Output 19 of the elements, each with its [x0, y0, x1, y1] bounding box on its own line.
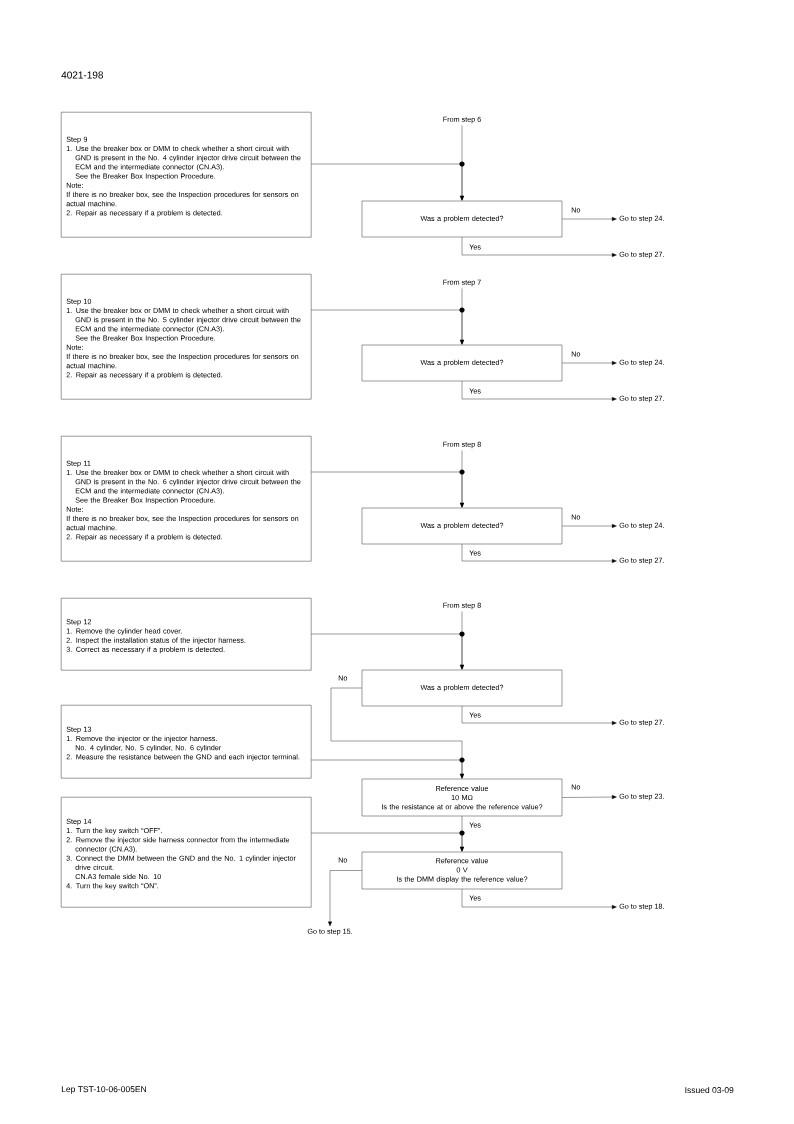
- arrow: [311, 163, 464, 201]
- arrow: [311, 633, 464, 670]
- page-label: 4021-198: [61, 71, 103, 79]
- arrow: [461, 237, 617, 257]
- arrow: [311, 832, 464, 852]
- arrow: [562, 795, 617, 799]
- arrow: [461, 544, 617, 563]
- arrow: [461, 706, 617, 725]
- arrow: [562, 524, 617, 528]
- arrow: [311, 471, 464, 508]
- arrow: [311, 309, 464, 345]
- arrow: [562, 217, 617, 221]
- arrow: [311, 759, 464, 779]
- page-label: Lep TST-10-06-005EN: [61, 1086, 146, 1094]
- arrow: [562, 361, 617, 365]
- page-label: Issued 03-09: [685, 1086, 734, 1094]
- arrow: [328, 870, 362, 927]
- arrow: [461, 381, 617, 401]
- arrow: [461, 889, 617, 909]
